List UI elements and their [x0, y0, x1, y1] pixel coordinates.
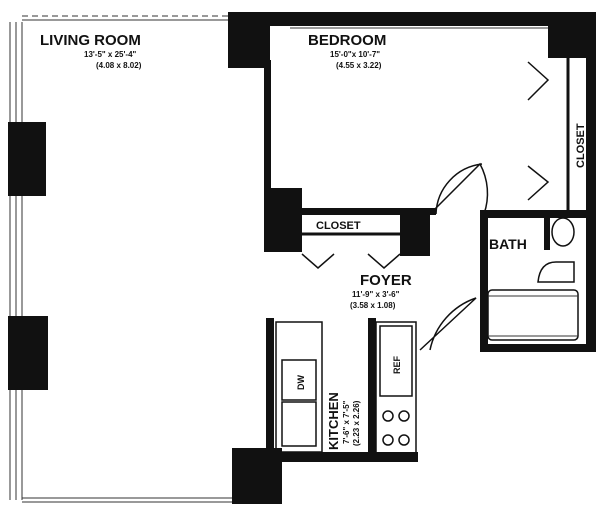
bath-top-wall: [480, 210, 596, 218]
closet-foyer-label: CLOSET: [316, 220, 361, 232]
top-right-column: [548, 12, 596, 58]
left-column-upper: [8, 122, 46, 196]
left-window-wall: [8, 22, 48, 500]
bath-left-wall: [480, 210, 488, 350]
dishwasher-label: DW: [296, 375, 306, 390]
living-room-label: LIVING ROOM 13'-5" x 25'-4" (4.08 x 8.02…: [40, 32, 142, 70]
bedroom-label: BEDROOM 15'-0"x 10'-7" (4.55 x 3.22): [308, 32, 386, 70]
stove-burner-icon: [398, 434, 410, 446]
kitchen-name: KITCHEN: [326, 392, 341, 450]
toilet-icon: [537, 261, 575, 283]
right-exterior-wall: [586, 52, 596, 352]
bathroom: BATH: [480, 210, 596, 350]
stove-burner-icon: [382, 410, 394, 422]
dishwasher-box: [281, 359, 317, 401]
kitchen-sink-box: [281, 401, 317, 447]
bath-bottom-wall: [480, 344, 596, 352]
entry-door-swing: [419, 297, 477, 351]
bedroom-door-swing: [429, 162, 489, 215]
living-room-name: LIVING ROOM: [40, 32, 141, 49]
foyer-label: FOYER 11'-9" x 3'-6" (3.58 x 1.08): [350, 272, 412, 310]
bath-label: BATH: [489, 236, 527, 252]
kitchen-bottom-wall: [274, 452, 418, 462]
kitchen-counter-right: [375, 321, 417, 457]
bedroom-bottom-wall: [300, 208, 436, 215]
bedroom-dim-ft: 15'-0"x 10'-7": [330, 50, 380, 59]
living-room-dim-m: (4.08 x 8.02): [96, 61, 142, 70]
kitchen: DW REF KITCHEN 7'-6" x 7'-5" (2.23 x 2.2…: [266, 318, 418, 462]
refrigerator-label: REF: [392, 355, 402, 374]
bottom-window-wall: [22, 497, 232, 503]
bedroom-left-wall: [264, 60, 271, 210]
foyer-dim-m: (3.58 x 1.08): [350, 301, 396, 310]
bedroom-dim-m: (4.55 x 3.22): [336, 61, 382, 70]
top-window-wall: [22, 15, 230, 21]
bathtub-icon: [487, 289, 579, 341]
refrigerator-box: [379, 325, 413, 397]
kitchen-right-wall: [368, 318, 376, 458]
foyer-closet: CLOSET: [300, 220, 401, 269]
bedroom-top-wall: [262, 12, 552, 26]
stove-burner-icon: [398, 410, 410, 422]
foyer-name: FOYER: [360, 272, 412, 289]
left-column-lower: [8, 316, 48, 390]
bedroom-name: BEDROOM: [308, 32, 386, 49]
closet-right-post: [400, 208, 430, 256]
closet-bedroom-label: CLOSET: [575, 123, 587, 168]
stove-burner-icon: [382, 434, 394, 446]
kitchen-dim-ft: 7'-6" x 7'-5": [342, 400, 351, 444]
kitchen-dim-m: (2.23 x 2.26): [352, 400, 361, 446]
sink-icon: [551, 217, 575, 247]
bedroom-corner-column: [264, 188, 302, 252]
bath-divider: [544, 210, 550, 250]
bedroom-closet: CLOSET: [527, 58, 587, 212]
foyer-dim-ft: 11'-9" x 3'-6": [352, 290, 400, 299]
bottom-column: [232, 448, 282, 504]
bedroom-door-arc: [435, 163, 483, 215]
kitchen-label-group: KITCHEN 7'-6" x 7'-5" (2.23 x 2.26): [326, 392, 361, 450]
living-room-dim-ft: 13'-5" x 25'-4": [84, 50, 137, 59]
kitchen-left-wall: [266, 318, 274, 456]
